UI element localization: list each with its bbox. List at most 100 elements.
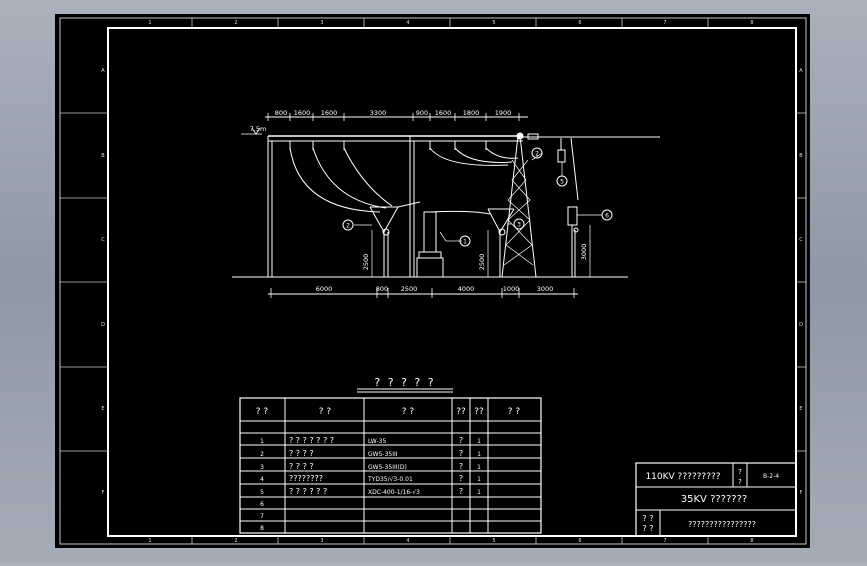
title-block-label-a: ? xyxy=(738,468,742,476)
bottom-dim-2: 800 xyxy=(376,285,388,293)
bom-header-unit: ?? xyxy=(456,407,466,417)
bom-header-note: ? ? xyxy=(508,407,521,417)
zone-col-top-5: 5 xyxy=(492,20,495,26)
zone-row-right-a: A xyxy=(799,68,803,74)
bom-row-5-qty: 1 xyxy=(477,489,481,496)
bom-row-3-unit: ? xyxy=(459,462,463,471)
zone-row-left-f: F xyxy=(102,490,105,496)
tower-leg-right xyxy=(519,135,537,278)
bottom-dim-4: 4000 xyxy=(458,285,475,293)
zone-row-left-d: D xyxy=(101,322,105,328)
bill-of-materials: ? ? ? ? ? ? ? ? ? ? ? ?? ?? ? ? 1 ? xyxy=(239,376,542,534)
zone-row-right-b: B xyxy=(799,153,803,159)
bom-row-2-qty: 1 xyxy=(477,451,481,458)
zone-col-bottom-1: 1 xyxy=(148,538,151,544)
zone-col-bottom-6: 6 xyxy=(578,538,581,544)
bottom-dim-5: 1000 xyxy=(503,285,520,293)
top-dim-1: 800 xyxy=(275,109,287,117)
bottom-dim-3: 2500 xyxy=(401,285,418,293)
bottom-dim-1: 6000 xyxy=(316,285,333,293)
tower-bracing-2 xyxy=(503,159,533,266)
zone-row-right-c: C xyxy=(799,237,803,243)
callout-circle-1 xyxy=(459,235,471,247)
bom-row-3-model: GW5-35III(D) xyxy=(368,464,407,471)
height-label-2: 2500 xyxy=(478,254,486,271)
elevation-label: 7.5m xyxy=(250,125,267,133)
zone-row-left-e: E xyxy=(101,406,104,412)
top-dim-7: 1800 xyxy=(463,109,480,117)
bom-row-4-unit: ? xyxy=(459,474,463,483)
callout-2b-label: 2 xyxy=(535,151,539,158)
strain-clamp xyxy=(527,133,539,140)
zone-col-bottom-3: 3 xyxy=(320,538,323,544)
bom-row-1-unit: ? xyxy=(459,436,463,445)
bom-grid xyxy=(239,397,542,534)
tower-leg-left xyxy=(501,135,519,278)
zone-col-top-6: 6 xyxy=(578,20,581,26)
bom-row-3-name: ? ? ? ? xyxy=(289,462,314,471)
callout-circle-6 xyxy=(601,209,613,221)
elevation-mark-arrow xyxy=(251,127,261,135)
callout-1-label: 1 xyxy=(463,239,467,246)
callout-3-label: 3 xyxy=(517,222,521,229)
bom-row-1-no: 1 xyxy=(260,438,264,445)
zone-col-top-1: 1 xyxy=(148,20,151,26)
height-label-1: 2500 xyxy=(362,254,370,271)
zone-col-bottom-7: 7 xyxy=(663,538,666,544)
title-block-project: 110KV ????????? xyxy=(645,472,720,482)
switch-left-base xyxy=(382,228,390,236)
bottom-dim-6: 3000 xyxy=(537,285,554,293)
bom-row-4-name: ???????? xyxy=(289,474,323,483)
conductor-left-1 xyxy=(289,147,381,213)
tower-top xyxy=(516,132,524,140)
bom-row-5-no: 5 xyxy=(260,489,264,496)
elevation-text: 800 1600 1600 3300 900 1600 1800 1900 7.… xyxy=(250,109,609,293)
zone-col-top-7: 7 xyxy=(663,20,666,26)
callout-2-label: 2 xyxy=(346,223,350,230)
title-block-label-b: ? xyxy=(738,478,742,486)
bom-row-4-qty: 1 xyxy=(477,476,481,483)
zone-row-right-f: F xyxy=(800,490,803,496)
switch-right-base xyxy=(498,228,506,236)
conductor-left-2 xyxy=(312,147,387,209)
bom-row-1-model: LW-35 xyxy=(368,438,386,445)
bom-row-3-qty: 1 xyxy=(477,464,481,471)
callout-5-label: 5 xyxy=(560,179,564,186)
bom-header-qty: ?? xyxy=(474,407,484,417)
zone-col-bottom-2: 2 xyxy=(234,538,237,544)
callout-circle-5 xyxy=(556,175,568,187)
bom-row-2-model: GW5-35III xyxy=(368,451,398,458)
title-block: 110KV ????????? ? ? B-2-4 35KV ??????? ?… xyxy=(635,462,797,537)
zone-col-bottom-8: 8 xyxy=(750,538,753,544)
conductor-left-3 xyxy=(343,147,393,207)
top-dimension-ticks xyxy=(267,113,520,121)
title-block-label-d: ? ? xyxy=(642,524,653,533)
pt-base xyxy=(573,227,579,233)
breaker-lead xyxy=(429,210,491,215)
bom-row-8-no: 8 xyxy=(260,525,264,532)
zone-row-left-a: A xyxy=(101,68,105,74)
callout-6-label: 6 xyxy=(605,213,609,220)
bom-row-4-no: 4 xyxy=(260,476,264,483)
zone-col-bottom-5: 5 xyxy=(492,538,495,544)
zone-col-top-3: 3 xyxy=(320,20,323,26)
title-block-grid xyxy=(635,462,797,537)
callout-2b-leader xyxy=(531,152,543,161)
top-dim-3: 1600 xyxy=(321,109,338,117)
bom-row-7-no: 7 xyxy=(260,513,264,520)
disconnect-switch-left-link xyxy=(397,201,421,208)
zone-row-right-e: E xyxy=(799,406,802,412)
conductor-right-2 xyxy=(454,147,513,163)
bom-row-5-unit: ? xyxy=(459,487,463,496)
zone-row-left-c: C xyxy=(101,237,105,243)
title-block-label-c: ? ? xyxy=(642,514,653,523)
title-block-drawing-title: 35KV ??????? xyxy=(681,494,747,505)
conductor-right-1 xyxy=(429,147,509,166)
bom-header-model: ? ? xyxy=(402,407,415,417)
bom-row-1-name: ? ? ? ? ? ? ? xyxy=(289,436,334,445)
bom-row-4-model: TYD35/√3-0.01 xyxy=(367,476,413,483)
zone-markers: 1 2 3 4 5 6 7 8 1 2 3 4 5 6 7 8 A B C D … xyxy=(60,18,806,544)
zone-col-top-4: 4 xyxy=(406,20,409,26)
